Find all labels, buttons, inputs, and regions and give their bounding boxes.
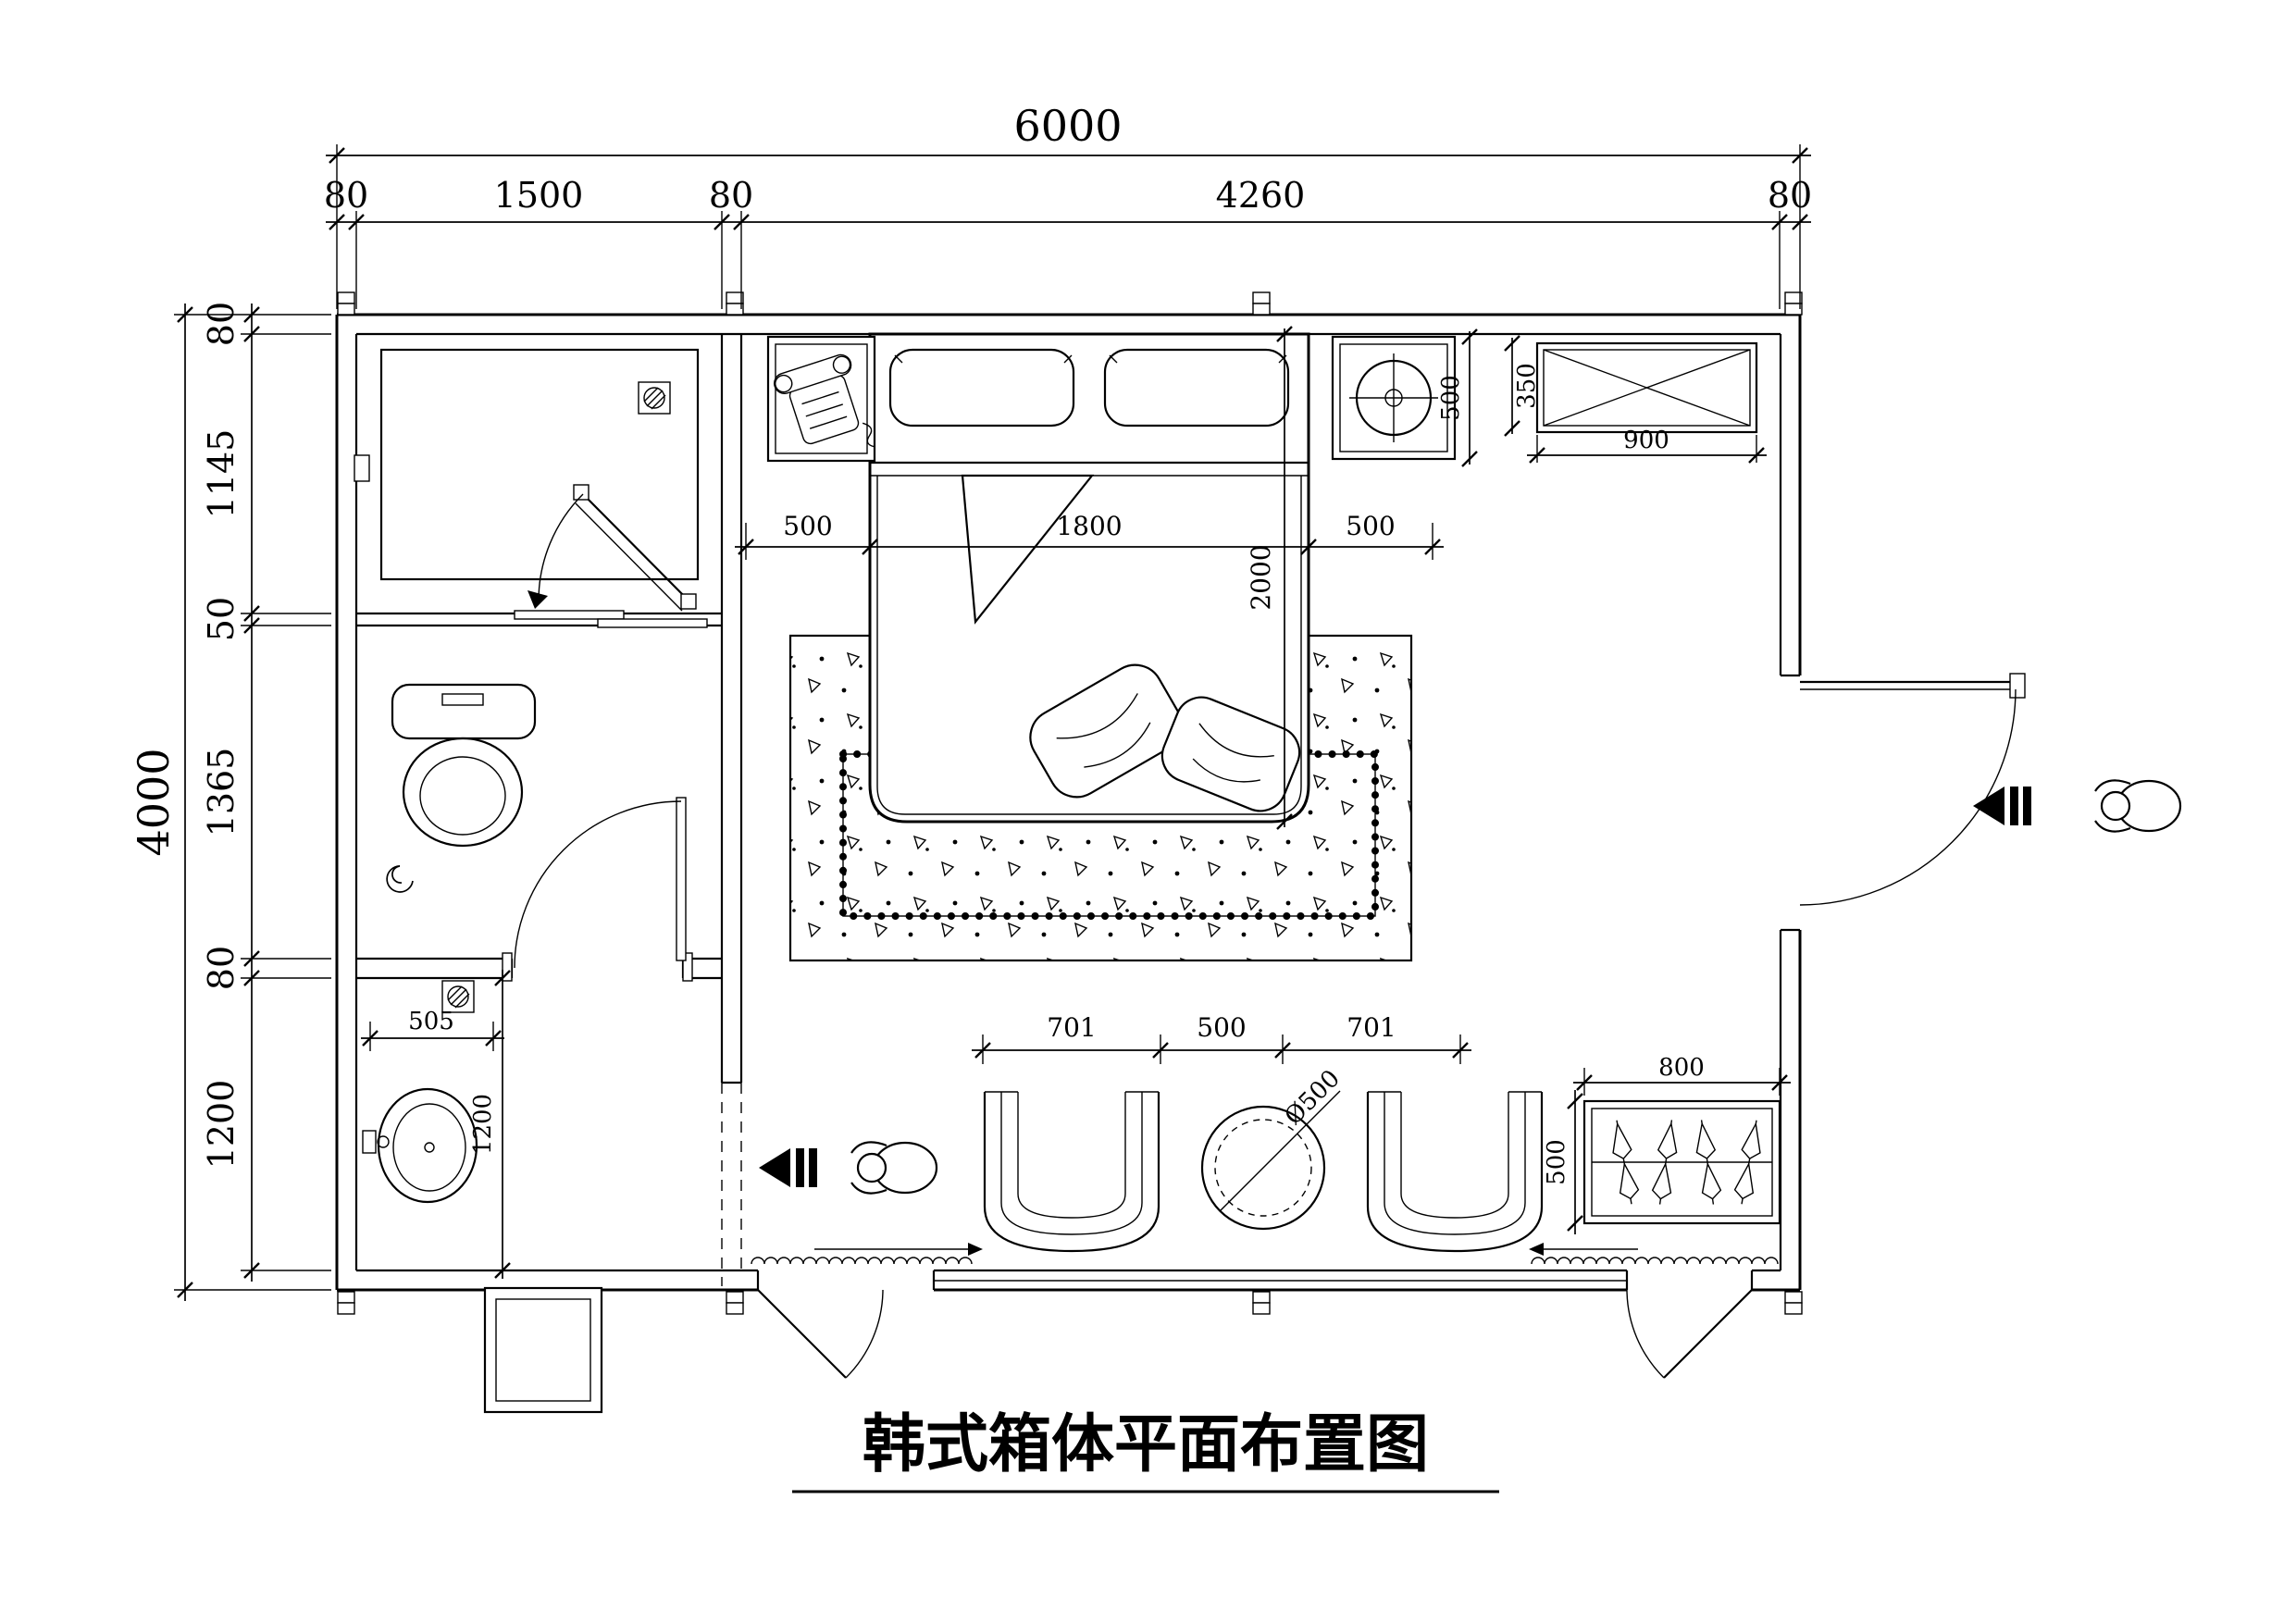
dim-chair-right: 701 <box>1347 1012 1396 1043</box>
sliding-door-panel <box>597 618 708 628</box>
shoe-icon <box>1695 1120 1722 1205</box>
dim-tv-cabinet-width: 900 <box>1623 427 1669 454</box>
blanket <box>876 476 1302 815</box>
dim-top-1500: 1500 <box>494 175 584 216</box>
pillow <box>1103 348 1290 427</box>
dim-left-80b: 80 <box>201 946 242 990</box>
direction-arrow-icon <box>1529 1243 1544 1256</box>
lamp-icon <box>1349 353 1438 442</box>
shoe-icon <box>1651 1120 1678 1205</box>
patio-door-right <box>1626 1289 1753 1379</box>
dim-basin-width: 505 <box>408 1008 454 1035</box>
dim-left-80a: 80 <box>201 302 242 346</box>
dim-left-1145: 1145 <box>201 429 242 519</box>
person-figure-right <box>2093 779 2182 833</box>
dim-overall-height: 4000 <box>129 748 179 856</box>
dim-chair-left: 701 <box>1047 1012 1096 1043</box>
round-table <box>1200 1090 1341 1231</box>
dim-shoe-cabinet-depth: 500 <box>1543 1139 1570 1185</box>
faucet-icon <box>362 1130 377 1154</box>
column-marker <box>1252 291 1271 316</box>
blanket-fold <box>961 474 1095 625</box>
patio-door-left <box>757 1289 884 1379</box>
dim-bed-left-gap: 500 <box>783 511 832 541</box>
dimensions-bed: 500 1800 500 2000 <box>735 325 1444 831</box>
nightstand-right <box>1331 335 1457 461</box>
bathroom-partition-wall <box>720 334 743 1084</box>
dim-top-4260: 4260 <box>1216 175 1306 216</box>
dim-top-80a: 80 <box>324 175 368 216</box>
sliding-door-panel <box>514 610 625 620</box>
shoe-cabinet <box>1582 1099 1781 1225</box>
dim-shoe-cabinet-width: 800 <box>1658 1054 1705 1082</box>
exterior-box <box>483 1286 603 1414</box>
shower-head-icon <box>354 454 370 482</box>
curtain-right <box>1529 1243 1779 1265</box>
dim-basin-depth: 1200 <box>469 1094 497 1155</box>
floor-drain-icon <box>638 381 671 415</box>
shower-room <box>354 348 708 628</box>
dim-bed-width: 1800 <box>1056 511 1122 541</box>
entry-arrow-icon <box>1973 787 2031 825</box>
column-marker <box>1252 1291 1271 1315</box>
dimensions-left: 4000 80 1145 50 1365 80 1200 <box>129 302 331 1301</box>
faucet-icon <box>377 1135 390 1148</box>
floor-drain-spiral-icon <box>386 865 414 893</box>
dim-left-50: 50 <box>201 597 242 641</box>
title-text: 韩式箱体平面布置图 <box>863 1408 1429 1481</box>
column-marker <box>337 291 355 316</box>
tv-cabinet <box>1535 341 1758 434</box>
dimensions-top: 6000 80 1500 80 4260 80 <box>324 101 1812 309</box>
swing-arrow-icon <box>527 590 548 609</box>
cased-opening <box>721 1083 742 1286</box>
wc-room <box>386 683 693 982</box>
drawing-title: 韩式箱体平面布置图 <box>792 1408 1499 1493</box>
wc-partition-wall <box>356 957 722 980</box>
column-marker <box>726 291 744 316</box>
curtain-left <box>751 1243 983 1265</box>
nightstand-left <box>766 335 876 463</box>
vanity-area <box>362 980 603 1414</box>
column-marker <box>726 1291 744 1315</box>
armchair-left <box>983 1090 1160 1253</box>
dim-nightstand-gap: 350 <box>1513 363 1541 409</box>
telephone-icon <box>774 353 875 448</box>
dim-left-1200: 1200 <box>201 1080 242 1170</box>
pillow <box>888 348 1075 427</box>
dim-top-80b: 80 <box>709 175 753 216</box>
entry-door-right <box>1799 673 2026 906</box>
person-figure-bottom <box>850 1141 938 1195</box>
dimensions-nightstand: 500 350 <box>1437 328 1541 468</box>
dimensions-basin: 505 1200 <box>361 969 512 1280</box>
shoe-icon <box>1612 1120 1640 1205</box>
wc-door <box>502 797 693 982</box>
dim-nightstand-width: 500 <box>1437 375 1465 421</box>
column-marker <box>337 1291 355 1315</box>
dim-bed-right-gap: 500 <box>1346 511 1395 541</box>
cushion <box>1160 696 1301 812</box>
direction-arrow-icon <box>968 1243 983 1256</box>
dim-bed-length: 2000 <box>1246 544 1276 610</box>
column-markers <box>337 291 1803 1315</box>
dim-table: 500 <box>1197 1012 1246 1043</box>
bed <box>868 332 1310 824</box>
dimensions-shoe-cabinet: 800 500 <box>1543 1054 1791 1234</box>
column-marker <box>1784 1291 1803 1315</box>
shoe-icon <box>1733 1120 1761 1205</box>
armchair-right <box>1366 1090 1544 1253</box>
cushion <box>1029 663 1183 799</box>
dim-top-80c: 80 <box>1768 175 1812 216</box>
entry-arrow-icon <box>759 1148 817 1187</box>
column-marker <box>1784 291 1803 316</box>
wash-basin <box>362 1087 478 1204</box>
dim-table-diameter: Ø500 <box>1280 1065 1346 1131</box>
toilet <box>391 683 537 848</box>
dim-left-1365: 1365 <box>201 748 242 837</box>
dim-overall-width: 6000 <box>1013 101 1122 151</box>
dimensions-tv-cabinet: 900 <box>1527 427 1767 465</box>
shower-door <box>527 484 697 612</box>
